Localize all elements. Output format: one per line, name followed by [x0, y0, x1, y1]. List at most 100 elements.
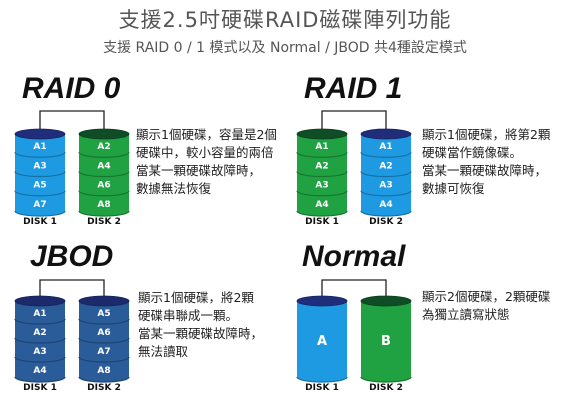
disk-segment-rim [360, 210, 412, 217]
disk-label: DISK 1 [23, 383, 57, 393]
disk-segment-label: A1 [379, 142, 392, 152]
disk-segment-rim [360, 376, 412, 383]
disk-2: B DISK 2 [360, 295, 412, 393]
disk-segment-label: A1 [33, 309, 46, 319]
disk-segment-rim [78, 210, 130, 217]
disk-segment [79, 153, 129, 177]
jbod-heading: JBOD [30, 240, 114, 273]
disk-segment [15, 172, 65, 196]
disk-segment-label: A5 [33, 181, 46, 191]
page-title: 支援2.5吋硬碟RAID磁碟陣列功能 [118, 8, 452, 32]
disk-segment-label: A2 [379, 161, 392, 171]
disk-segment-label: A2 [97, 142, 110, 152]
disk-segment [297, 134, 347, 158]
disk-segment-label: A1 [315, 142, 328, 152]
disk-segment [361, 191, 411, 216]
disk-label: DISK 2 [369, 217, 403, 227]
raid1-heading: RAID 1 [304, 72, 403, 105]
disk-segment [15, 191, 65, 216]
disk-segment [297, 301, 347, 382]
disk-segment [79, 172, 129, 196]
disk-segment-rim [14, 190, 66, 197]
connector-line [321, 279, 387, 301]
disk-segment-rim [14, 152, 66, 158]
disk-top-cap [78, 295, 130, 307]
disk-label: DISK 2 [87, 383, 121, 393]
disk-segment-label: A2 [315, 161, 328, 171]
disk-segment [79, 339, 129, 362]
disk-segment-rim [78, 171, 130, 178]
disk-segment-label: A5 [97, 309, 110, 319]
disk-segment-rim [360, 171, 412, 178]
disk-segment [79, 301, 129, 324]
disk-segment-label: A1 [33, 142, 46, 152]
disk-top-cap [296, 295, 348, 307]
disk-label: DISK 2 [369, 383, 403, 393]
disk-segment-rim [14, 318, 66, 325]
disk-segment [79, 358, 129, 382]
disk-top-cap [360, 295, 412, 307]
disk-segment [79, 320, 129, 343]
jbod-description: 顯示1個硬碟，將2顆 硬碟串聯成一顆。 當某一顆硬碟故障時， 無法讀取 [138, 290, 264, 359]
disk-segment-label: A3 [33, 347, 46, 357]
disk-top-cap [78, 128, 130, 140]
connector-line [39, 279, 105, 301]
disk-segment-label: A [317, 334, 327, 349]
raid0-heading: RAID 0 [22, 72, 121, 105]
disk-segment [79, 134, 129, 158]
disk-segment-label: B [381, 334, 391, 349]
disk-1: A DISK 1 [296, 295, 348, 393]
disk-segment-rim [78, 190, 130, 197]
disk-segment-rim [14, 171, 66, 178]
disk-segment-rim [14, 337, 66, 344]
disk-segment-rim [296, 190, 348, 197]
disk-segment [15, 153, 65, 177]
disk-segment [297, 191, 347, 216]
disk-top-cap [14, 128, 66, 140]
disk-top-cap [14, 295, 66, 307]
disk-segment-rim [360, 152, 412, 158]
disk-segment-label: A3 [379, 181, 392, 191]
disk-segment [297, 172, 347, 196]
disk-segment-rim [296, 152, 348, 158]
disk-segment [361, 172, 411, 196]
connector-line [39, 110, 105, 134]
disk-segment-rim [296, 210, 348, 217]
page-subtitle: 支援 RAID 0 / 1 模式以及 Normal / JBOD 共4種設定模式 [103, 40, 467, 56]
disk-segment-rim [14, 210, 66, 217]
disk-segment [361, 301, 411, 382]
disk-label: DISK 2 [87, 217, 121, 227]
disk-segment-rim [14, 356, 66, 363]
disk-segment-label: A8 [97, 366, 110, 376]
disk-segment [15, 358, 65, 382]
disk-segment-label: A6 [97, 328, 110, 338]
disk-segment-label: A6 [97, 181, 110, 191]
disk-label: DISK 1 [305, 383, 339, 393]
normal-description: 顯示2個硬碟，2顆硬碟 為獨立讀寫狀態 [422, 289, 551, 322]
disk-segment-label: A2 [33, 328, 46, 338]
disk-label: DISK 1 [23, 217, 57, 227]
disk-segment [15, 134, 65, 158]
disk-segment-rim [296, 171, 348, 178]
disk-segment [15, 339, 65, 362]
disk-segment-label: A4 [33, 366, 46, 376]
disk-segment-label: A3 [33, 161, 46, 171]
disk-top-cap [296, 128, 348, 140]
disk-segment-label: A4 [379, 200, 392, 210]
disk-segment-rim [78, 152, 130, 158]
disk-segment-label: A4 [315, 200, 328, 210]
disk-segment-rim [360, 190, 412, 197]
disk-top-cap [360, 128, 412, 140]
disk-segment-label: A4 [97, 161, 110, 171]
disk-segment-label: A7 [33, 200, 46, 210]
disk-segment-rim [78, 318, 130, 325]
